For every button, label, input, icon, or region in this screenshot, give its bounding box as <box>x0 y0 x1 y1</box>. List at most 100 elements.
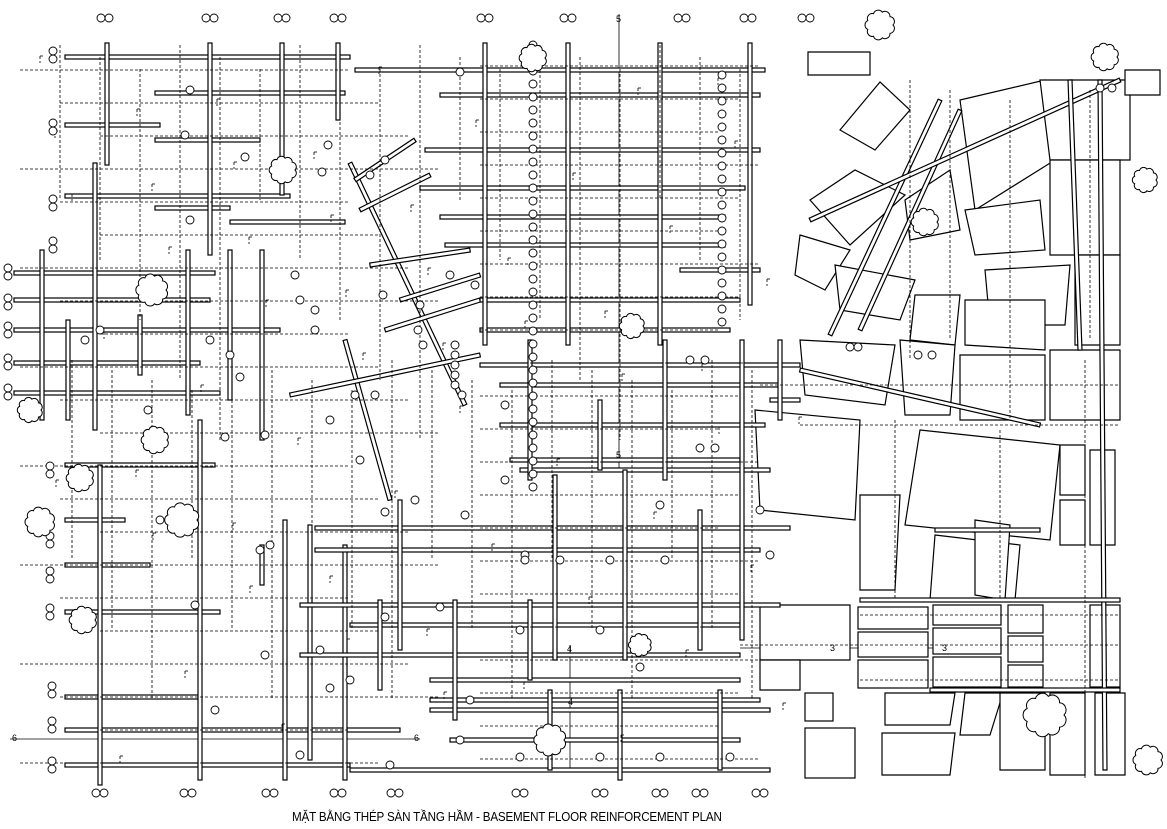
beam-strip <box>808 77 1122 223</box>
bar-mark <box>337 13 347 23</box>
beam-strip <box>798 367 1042 428</box>
bar-mark <box>48 202 58 212</box>
bar-mark <box>455 735 465 745</box>
slab-panel <box>932 656 1002 688</box>
bar-mark <box>751 788 761 798</box>
beam-strip <box>299 652 741 658</box>
bar-mark <box>528 469 538 479</box>
bar-mark <box>476 13 486 23</box>
grid-label-5-mid: 5 <box>616 450 621 460</box>
bar-mark <box>528 287 538 297</box>
bar-mark <box>45 539 55 549</box>
slab-panel <box>959 692 1004 736</box>
bar-mark <box>350 390 360 400</box>
beam-strip <box>429 677 741 683</box>
bar-mark <box>717 83 727 93</box>
bar-mark <box>48 126 58 136</box>
slab-panel <box>839 81 911 151</box>
bar-mark <box>3 263 13 273</box>
bar-mark <box>685 355 695 365</box>
bar-mark <box>180 130 190 140</box>
bar-mark <box>380 612 390 622</box>
bar-mark <box>435 602 445 612</box>
bar-mark <box>179 788 189 798</box>
bar-mark <box>45 469 55 479</box>
grid-label-6-right: 6 <box>414 733 419 743</box>
bar-mark <box>717 213 727 223</box>
bar-mark <box>559 13 569 23</box>
bar-mark <box>470 280 480 290</box>
grid-label-6-left: 6 <box>12 733 17 743</box>
beam-strip <box>452 599 458 721</box>
bar-mark <box>3 353 13 363</box>
bar-mark <box>927 350 937 360</box>
bar-mark <box>635 662 645 672</box>
bar-mark <box>95 325 105 335</box>
bar-mark <box>450 380 460 390</box>
slab-panel <box>859 494 901 591</box>
bar-mark <box>45 566 55 576</box>
beam-strip <box>859 597 1121 603</box>
grid-label-5-top: 5 <box>616 14 621 24</box>
beam-strip <box>342 338 393 502</box>
revision-cloud <box>1132 744 1163 776</box>
bar-mark <box>515 625 525 635</box>
bar-mark <box>450 370 460 380</box>
beam-strip <box>397 499 403 651</box>
bar-mark <box>45 461 55 471</box>
revision-cloud <box>1022 692 1067 738</box>
beam-strip <box>565 42 571 346</box>
revision-cloud <box>1131 166 1158 194</box>
beam-strip <box>197 419 203 781</box>
beam-strip <box>259 249 265 441</box>
slab-panel <box>881 732 956 776</box>
bar-mark <box>717 109 727 119</box>
bar-mark <box>528 209 538 219</box>
bar-mark <box>528 157 538 167</box>
bar-mark <box>345 675 355 685</box>
beam-strip <box>349 622 741 628</box>
beam-strip <box>527 599 533 681</box>
beam-strip <box>227 249 233 401</box>
beam-strip <box>64 609 221 615</box>
bar-mark <box>805 13 815 23</box>
slab-panel <box>759 604 851 661</box>
bar-mark <box>410 495 420 505</box>
bar-mark <box>528 300 538 310</box>
bar-mark <box>209 13 219 23</box>
beam-strip <box>307 524 313 761</box>
bar-mark <box>185 215 195 225</box>
beam-strip <box>137 314 143 376</box>
bar-mark <box>323 140 333 150</box>
revision-cloud <box>268 155 297 185</box>
bar-mark <box>3 361 13 371</box>
bar-mark <box>450 340 460 350</box>
beam-strip <box>597 399 603 471</box>
bar-mark <box>595 752 605 762</box>
bar-mark <box>599 788 609 798</box>
bar-mark <box>460 510 470 520</box>
bar-mark <box>3 321 13 331</box>
bar-mark <box>528 92 538 102</box>
bar-mark <box>528 248 538 258</box>
bar-mark <box>759 788 769 798</box>
beam-strip <box>717 689 723 771</box>
slab-panel <box>1007 635 1044 663</box>
bar-mark <box>210 705 220 715</box>
beam-strip <box>65 319 71 421</box>
beam-strip <box>1067 79 1083 351</box>
bar-mark <box>265 540 275 550</box>
bar-mark <box>655 752 665 762</box>
beam-strip <box>13 327 281 333</box>
bar-mark <box>260 430 270 440</box>
slab-panel <box>794 234 851 291</box>
slab-panel <box>754 409 861 521</box>
bar-mark <box>717 226 727 236</box>
revision-cloud <box>1090 42 1119 72</box>
bar-mark <box>528 222 538 232</box>
bar-mark <box>484 13 494 23</box>
bar-mark <box>155 515 165 525</box>
bar-mark <box>380 155 390 165</box>
beam-strip <box>657 42 663 346</box>
bar-mark <box>717 187 727 197</box>
